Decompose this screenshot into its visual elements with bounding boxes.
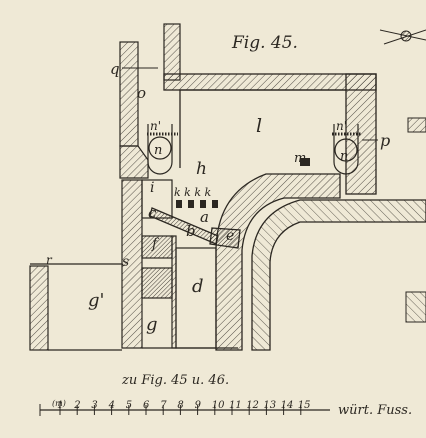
figure-title: Fig. 45. xyxy=(231,33,298,53)
scale-number: 8 xyxy=(177,400,183,411)
left-flue xyxy=(147,124,178,175)
label-g: g xyxy=(146,314,158,335)
label-c: c xyxy=(148,204,157,222)
label-s: s xyxy=(122,254,129,270)
grate xyxy=(149,207,241,249)
boiler-wall xyxy=(163,73,377,195)
side-chamber xyxy=(29,263,122,351)
curved-wall xyxy=(215,173,426,351)
label-n-right: n xyxy=(340,149,348,164)
label-d: d xyxy=(192,276,204,297)
scale-unit: würt. Fuss. xyxy=(338,403,412,418)
label-a: a xyxy=(200,208,209,226)
label-e: e xyxy=(226,228,234,244)
neighbor-figure-fragment xyxy=(379,29,426,323)
furnace-column xyxy=(121,179,238,349)
right-flue xyxy=(332,124,378,175)
left-chimney-walls xyxy=(119,23,181,179)
scale-number: 12 xyxy=(246,400,259,411)
label-r: r xyxy=(46,253,53,267)
scale-number: 1 xyxy=(57,400,63,411)
scale-number: 6 xyxy=(143,400,150,411)
label-h: h xyxy=(196,159,207,179)
scale-number: 10 xyxy=(212,400,225,411)
component-labels: q o n' n l n' n p m h i k k k k c a b e … xyxy=(46,60,390,335)
label-o: o xyxy=(137,84,146,102)
label-i: i xyxy=(150,180,154,196)
scale-number: 4 xyxy=(108,400,115,411)
k-cells xyxy=(176,200,218,208)
scale-number: 3 xyxy=(91,400,97,411)
scale-number: 11 xyxy=(229,400,242,411)
label-n-left: n xyxy=(154,143,162,158)
scale-number: 7 xyxy=(160,400,167,411)
scale-zero-marker: (m) xyxy=(52,399,66,408)
scale-number: 13 xyxy=(263,400,276,411)
label-n-prime-left: n' xyxy=(150,119,161,133)
label-f: f xyxy=(151,236,160,252)
label-l: l xyxy=(256,115,262,137)
label-q: q xyxy=(110,60,120,78)
label-b: b xyxy=(186,222,196,240)
label-m: m xyxy=(294,151,306,166)
figure-caption: zu Fig. 45 u. 46. xyxy=(121,373,229,388)
label-k-row: k k k k xyxy=(174,186,211,199)
scale-number: 9 xyxy=(195,400,202,411)
scale-number: 14 xyxy=(281,400,294,411)
label-p: p xyxy=(380,131,390,150)
valve-m xyxy=(300,158,310,166)
scale-number: 5 xyxy=(126,400,132,411)
scale-number: 2 xyxy=(73,400,80,411)
label-n-prime-right: n' xyxy=(336,119,347,133)
scale-number: 15 xyxy=(298,400,311,411)
label-g-prime: g' xyxy=(88,290,104,311)
